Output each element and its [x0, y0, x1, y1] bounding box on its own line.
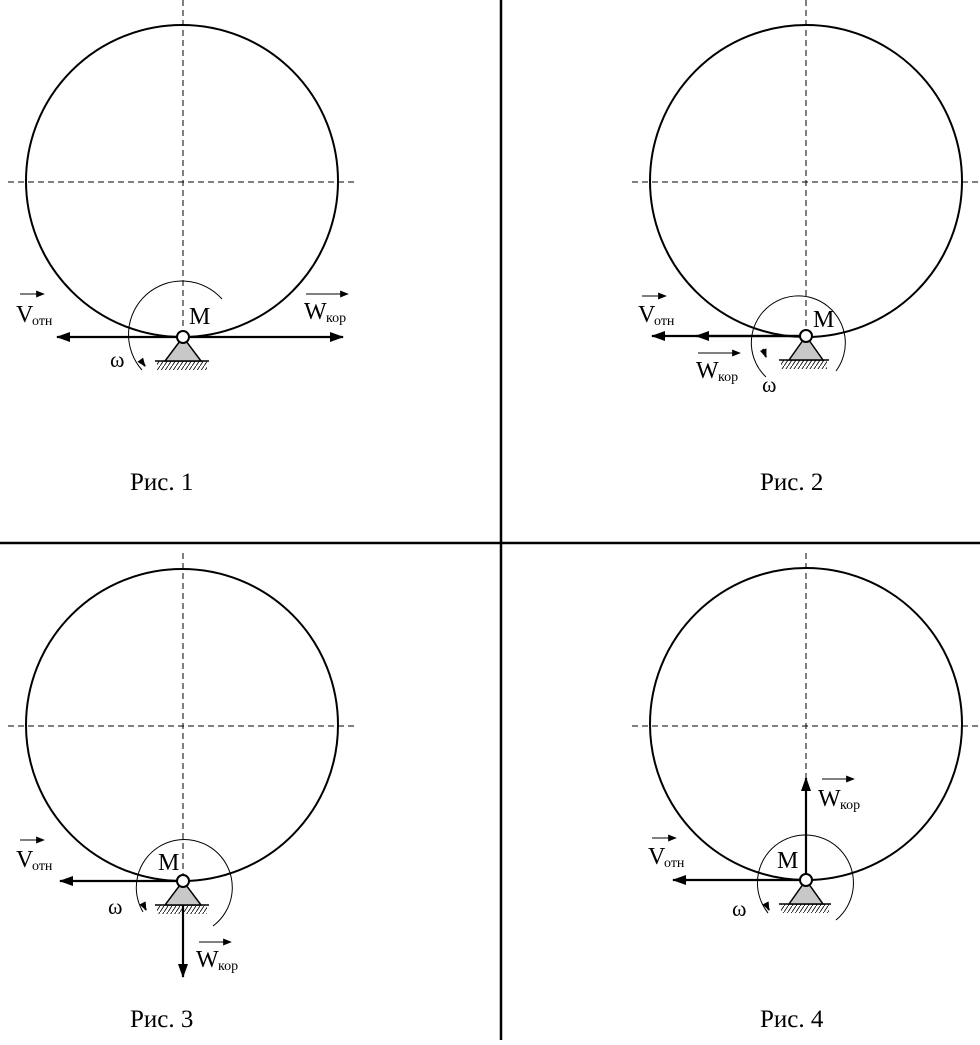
pin-support: [779, 873, 831, 913]
v-rel-label: V отн: [648, 834, 685, 871]
v-rel-symbol: V: [648, 844, 666, 870]
w-cor-label: W кор: [196, 938, 238, 974]
omega-arc-arrow: [762, 901, 770, 911]
point-label: M: [777, 848, 798, 874]
point-label: M: [813, 307, 834, 333]
w-cor-symbol: W: [196, 947, 219, 973]
point-label: M: [189, 304, 210, 330]
omega-label: ω: [762, 372, 776, 397]
figure-caption: Рис. 3: [130, 1006, 193, 1033]
w-cor-symbol: W: [818, 786, 841, 812]
v-rel-label: V отн: [16, 836, 53, 874]
v-rel-symbol: V: [16, 847, 34, 873]
omega-arc: [756, 834, 854, 921]
pin-support: [155, 330, 209, 370]
figure-1: M V отн W кор ω Рис. 1: [8, 0, 358, 496]
omega-arc-arrow: [759, 348, 767, 358]
figure-3: M V отн W кор ω Рис. 3: [8, 553, 358, 1033]
omega-arc-arrow: [137, 357, 146, 367]
v-rel-label: V отн: [16, 290, 53, 329]
w-cor-subscript: кор: [218, 959, 238, 974]
v-rel-subscript: отн: [664, 856, 685, 871]
v-rel-subscript: отн: [32, 859, 53, 874]
omega-arc: [128, 280, 223, 371]
omega-label: ω: [108, 894, 122, 919]
omega-label: ω: [110, 347, 124, 372]
omega-arc-arrow: [139, 901, 147, 911]
w-cor-subscript: кор: [326, 311, 346, 326]
figure-caption: Рис. 4: [760, 1006, 824, 1033]
pin-support: [155, 874, 209, 914]
ring: [25, 24, 339, 338]
v-rel-label: V отн: [638, 292, 675, 329]
v-rel-subscript: отн: [654, 314, 675, 329]
omega-label: ω: [732, 896, 746, 921]
w-cor-symbol: W: [696, 358, 719, 384]
w-cor-label: W кор: [304, 290, 349, 326]
figure-4: M V отн W кор ω Рис. 4: [632, 553, 980, 1033]
w-cor-subscript: кор: [718, 370, 738, 385]
w-cor-label: W кор: [818, 775, 860, 813]
figure-caption: Рис. 2: [760, 469, 823, 496]
w-cor-subscript: кор: [840, 798, 860, 813]
ring: [25, 568, 339, 882]
figure-caption: Рис. 1: [130, 469, 193, 496]
pin-support: [779, 329, 829, 369]
omega-arc: [750, 295, 846, 378]
v-rel-subscript: отн: [32, 314, 53, 329]
w-cor-symbol: W: [304, 299, 327, 325]
v-rel-symbol: V: [16, 302, 34, 328]
figure-2: M V отн W кор ω Рис. 2: [632, 0, 980, 496]
v-rel-symbol: V: [638, 302, 656, 328]
w-cor-label: W кор: [696, 349, 741, 385]
point-label: M: [158, 850, 179, 876]
